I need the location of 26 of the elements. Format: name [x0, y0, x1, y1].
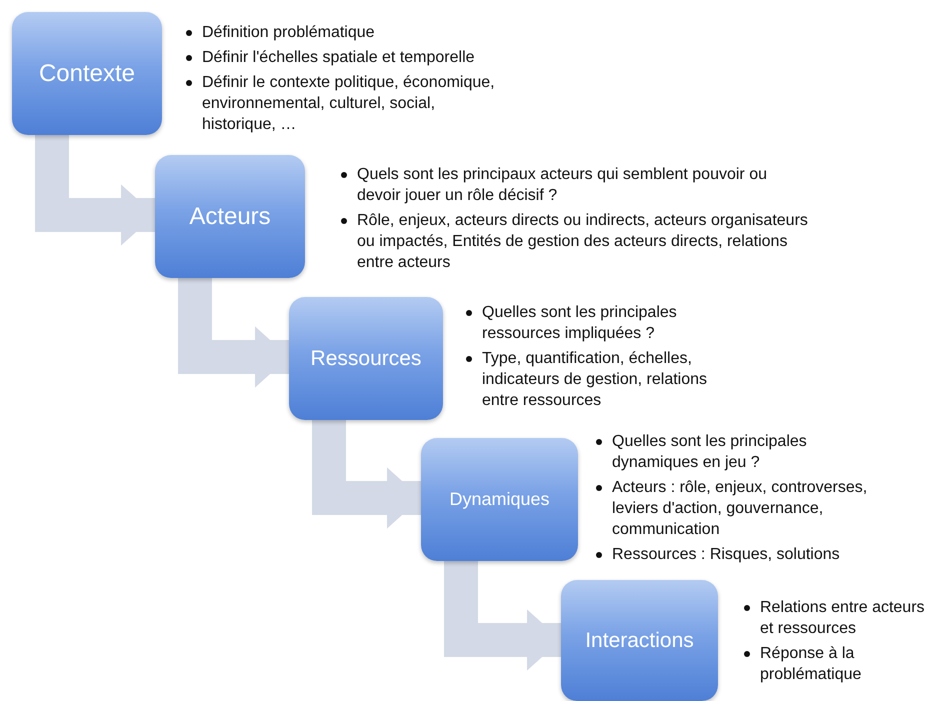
- bullet-text: Type, quantification, échelles, indicateurs de gestion, relations entre ressources: [482, 349, 708, 411]
- bullet-text: Quelles sont les principales ressources impliquées ?: [482, 303, 678, 344]
- step-box: [155, 155, 305, 278]
- step-title: Interactions: [585, 628, 694, 652]
- step-box: [289, 297, 443, 420]
- bullet-text: Définition problématique: [202, 23, 375, 43]
- step-title: Dynamiques: [449, 489, 550, 510]
- bent-arrow: [312, 420, 421, 529]
- step-box: [561, 580, 718, 701]
- bullet-text: Relations entre acteurs et ressources: [760, 598, 926, 639]
- bullet-text: Ressources : Risques, solutions: [612, 545, 840, 565]
- bullet-text: Quelles sont les principales dynamiques en jeu ?: [612, 432, 808, 473]
- bullet-text: Définir le contexte politique, économique, environnemental, culturel, social, historique, …: [202, 73, 496, 135]
- step-box: [421, 438, 578, 561]
- step-title: Ressources: [310, 346, 422, 370]
- bent-arrow: [178, 278, 289, 388]
- bent-arrow: [444, 561, 561, 671]
- bullet-text: Rôle, enjeux, acteurs directs ou indirects, acteurs organisateurs ou impactés, Entités de gestion des acteurs directs, relations entre acteurs: [357, 211, 809, 273]
- bullet-text: Réponse à la problématique: [760, 644, 862, 685]
- step-box: [12, 12, 162, 135]
- step-title: Acteurs: [189, 202, 271, 230]
- step-title: Contexte: [38, 60, 136, 88]
- bullet-text: Acteurs : rôle, enjeux, controverses, leviers d'action, gouvernance, communication: [612, 478, 868, 540]
- bent-arrow: [35, 135, 155, 246]
- bullet-text: Quels sont les principaux acteurs qui semblent pouvoir ou devoir jouer un rôle décisif ?: [357, 165, 768, 206]
- bullet-text: Définir l'échelles spatiale et temporelle: [202, 48, 475, 68]
